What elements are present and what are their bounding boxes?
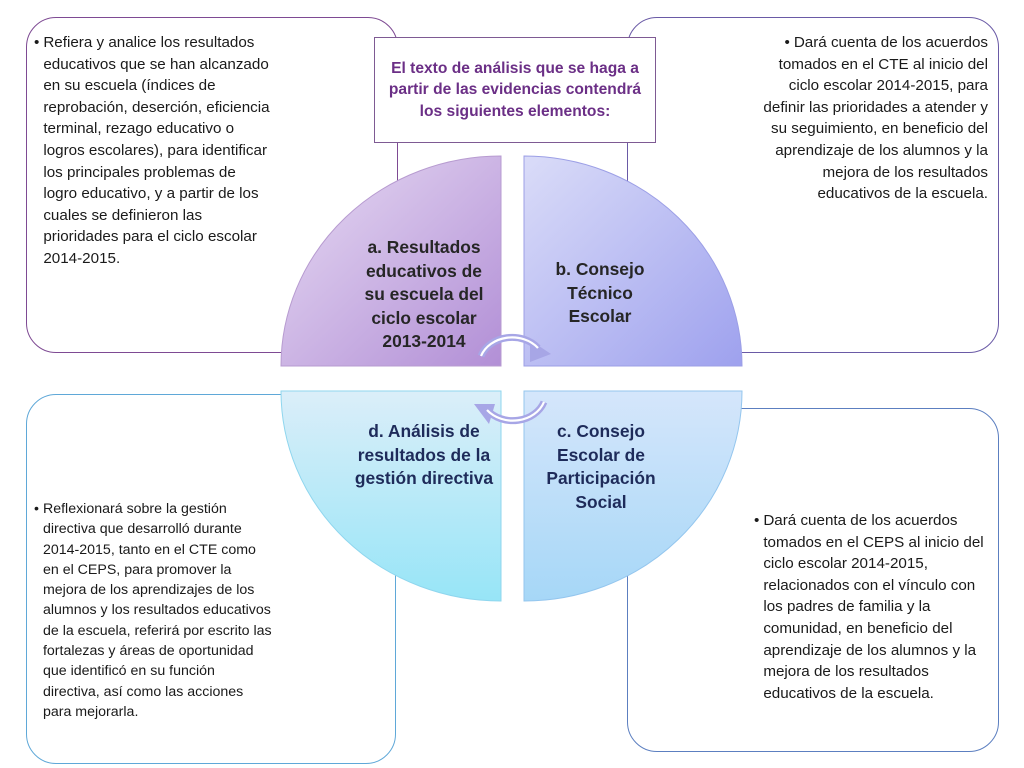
bullet-icon: • bbox=[754, 512, 760, 529]
bottom-left-description: •Reflexionará sobre la gestión directiva… bbox=[34, 499, 274, 722]
segment-c-shape bbox=[523, 390, 743, 602]
title-box: El texto de análisis que se haga a parti… bbox=[374, 37, 656, 143]
bottom-right-text: Dará cuenta de los acuerdos tomados en e… bbox=[763, 512, 984, 702]
top-left-description: •Refiera y analice los resultados educat… bbox=[34, 32, 272, 270]
segment-c-label: c. Consejo Escolar de Participación Soci… bbox=[546, 421, 656, 512]
bottom-left-text: Reflexionará sobre la gestión directiva … bbox=[42, 501, 272, 720]
top-left-text: Refiera y analice los resultados educati… bbox=[43, 34, 270, 267]
segment-a-shape bbox=[280, 155, 502, 367]
segment-b-label: b. Consejo Técnico Escolar bbox=[555, 259, 645, 326]
bullet-icon: • bbox=[784, 34, 790, 51]
segment-d-label: d. Análisis de resultados de la gestión … bbox=[354, 421, 494, 488]
bullet-icon: • bbox=[34, 34, 40, 51]
page-title: El texto de análisis que se haga a parti… bbox=[388, 59, 642, 120]
top-right-description: •Dará cuenta de los acuerdos tomados en … bbox=[756, 32, 988, 205]
top-right-text: Dará cuenta de los acuerdos tomados en e… bbox=[763, 34, 988, 203]
segment-d-shape bbox=[280, 390, 502, 602]
segment-b-shape bbox=[523, 155, 743, 367]
bottom-right-description: •Dará cuenta de los acuerdos tomados en … bbox=[754, 510, 990, 704]
segment-a-label: a. Resultados educativos de su escuela d… bbox=[364, 237, 484, 351]
bullet-icon: • bbox=[34, 501, 39, 517]
